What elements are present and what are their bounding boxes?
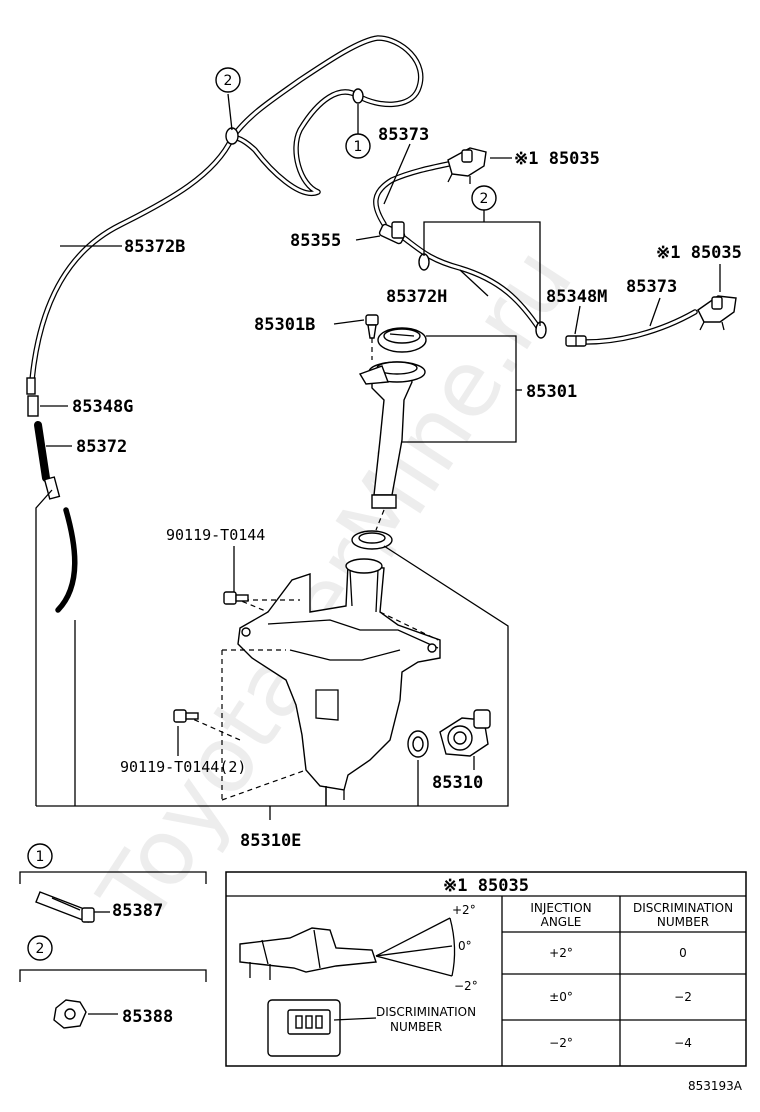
bolt1-leader	[233, 597, 269, 613]
nozzle-side-view	[239, 927, 377, 980]
label-85387: 85387	[112, 901, 163, 921]
row2-angle: ±0°	[549, 990, 573, 1004]
pump-grommet	[407, 730, 429, 758]
label-85310: 85310	[432, 773, 483, 793]
hose-85372	[34, 421, 78, 613]
label-85373-top: 85373	[378, 125, 429, 145]
clip-85301B	[365, 314, 379, 339]
label-85355: 85355	[290, 231, 341, 251]
disc-label-line2: NUMBER	[390, 1020, 442, 1034]
clip-2-right	[535, 321, 547, 339]
angle-plus-label: +2°	[452, 903, 476, 917]
label-85301B: 85301B	[254, 315, 315, 335]
filler-pipe-85301	[358, 361, 426, 509]
label-85035-top: ※1 85035	[514, 149, 600, 169]
row2-number: −2	[674, 990, 692, 1004]
hose-85373-top	[373, 159, 461, 227]
washer-nozzle-85035-top	[447, 147, 487, 184]
col-disc-line1: DISCRIMINATION	[633, 901, 733, 915]
angle-zero-label: 0°	[458, 939, 472, 953]
svg-text:2: 2	[36, 941, 45, 957]
nozzle-angle-table: ※1 85035 INJECTION ANGLE DISCRIMINATION …	[225, 871, 747, 1067]
leader-lines	[35, 93, 721, 820]
joint-85355	[378, 221, 406, 245]
nozzle-bottom-view	[267, 999, 341, 1057]
washer-nozzle-85035-right	[697, 295, 737, 331]
connector-85372B-end	[26, 377, 36, 395]
clip-2-top	[225, 127, 239, 145]
callout-2-mid: 2	[471, 185, 497, 211]
svg-text:1: 1	[36, 849, 45, 865]
col-angle-line2: ANGLE	[541, 915, 582, 929]
callout-2-top: 2	[215, 67, 241, 93]
row1-number: 0	[679, 946, 687, 960]
row3-number: −4	[674, 1036, 692, 1050]
label-bolt-90119-T0144: 90119-T0144	[166, 526, 265, 544]
label-bolt-90119-T0144-2: 90119-T0144(2)	[120, 758, 246, 776]
row1-angle: +2°	[549, 946, 573, 960]
spray-angle-fan: +2° 0° −2°	[375, 903, 478, 993]
label-85348M: 85348M	[546, 287, 607, 307]
detail-1: 1 85387	[19, 843, 207, 923]
callout-1-top: 1	[345, 133, 371, 159]
label-85373-right: 85373	[626, 277, 677, 297]
label-85372: 85372	[76, 437, 127, 457]
seal-leader	[375, 509, 385, 531]
joint-85348M	[565, 335, 587, 347]
clip-2-mid	[418, 253, 430, 271]
joint-85348G	[27, 395, 39, 417]
clip-1-top	[352, 88, 364, 104]
hose-85373-right	[582, 309, 698, 345]
label-85388: 85388	[122, 1007, 173, 1027]
footer-code: 853193A	[688, 1079, 743, 1093]
filler-seal-ring	[351, 530, 393, 550]
label-85301: 85301	[526, 382, 577, 402]
part-labels: 85373 ※1 85035 85372B 85355 ※1 85035 853…	[72, 125, 742, 851]
label-85372B: 85372B	[124, 237, 185, 257]
col-angle-line1: INJECTION	[530, 901, 591, 915]
row3-angle: −2°	[549, 1036, 573, 1050]
washer-tank-85310E	[237, 558, 441, 806]
bolt-90119-T0144-2	[173, 709, 199, 723]
tank-hidden-lines	[221, 599, 439, 801]
angle-minus-label: −2°	[454, 979, 478, 993]
bolt-90119-T0144	[223, 591, 249, 605]
label-85348G: 85348G	[72, 397, 133, 417]
label-85372H: 85372H	[386, 287, 447, 307]
table-title: ※1 85035	[443, 876, 529, 896]
svg-text:2: 2	[224, 73, 233, 89]
hose-clip-85388	[53, 999, 87, 1029]
detail-2: 2 85388	[19, 935, 207, 1029]
hose-85372B	[29, 35, 424, 383]
col-disc-line2: NUMBER	[657, 915, 709, 929]
washer-pump-85310	[439, 709, 491, 757]
label-85035-right: ※1 85035	[656, 243, 742, 263]
hose-clamp-85387	[35, 891, 95, 923]
bolt2-leader	[185, 715, 241, 741]
label-85310E: 85310E	[240, 831, 301, 851]
disc-label-line1: DISCRIMINATION	[376, 1005, 476, 1019]
hose-85372H	[401, 235, 543, 333]
svg-text:2: 2	[480, 191, 489, 207]
svg-text:1: 1	[354, 139, 363, 155]
filler-cap	[377, 327, 427, 353]
